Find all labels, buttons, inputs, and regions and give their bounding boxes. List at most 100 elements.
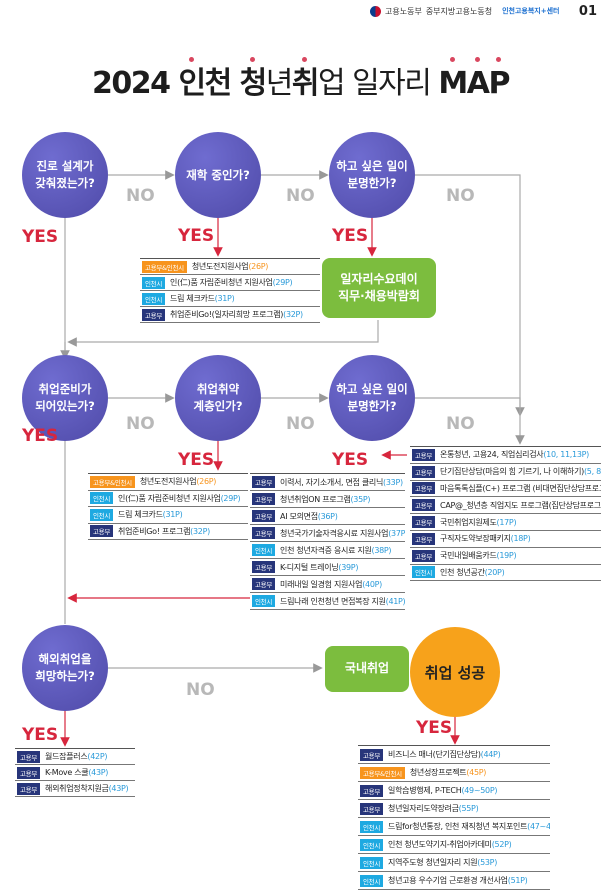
agency-badge: 인천시: [90, 492, 114, 505]
program-item: 고용부 취업준비Go!(일자리희망 프로그램)(32P): [140, 307, 320, 323]
page-reference: (39P): [338, 562, 359, 572]
page-reference: (29P): [272, 278, 293, 287]
agency-badge: 고용부&인천시: [360, 766, 405, 779]
question-enrolled: 재학 중인가?: [175, 132, 261, 218]
page-reference: (40P): [362, 579, 382, 589]
page-reference: (45P): [466, 768, 487, 777]
title-part: 청: [239, 66, 268, 101]
program-name: 드림나래 인천청년 면접복장 지원: [280, 596, 386, 606]
agency-badge: 고용부: [252, 476, 276, 488]
page-reference: (43P): [88, 768, 109, 777]
program-name: 드림for청년통장, 인천 재직청년 복지포인트: [388, 822, 528, 831]
program-name: 월드잡플러스: [45, 752, 88, 761]
page-reference: (55P): [458, 804, 479, 813]
agency-badge: 고용부: [412, 499, 436, 512]
program-name: 취업준비Go!(일자리희망 프로그램): [170, 310, 284, 319]
agency-badge: 고용부&인천시: [142, 260, 187, 273]
program-name: 인천 청년도약기지-취업아카데미: [388, 840, 492, 849]
question-career-plan: 진로 설계가 갖춰졌는가?: [22, 132, 108, 218]
agency-badge: 고용부: [412, 549, 436, 562]
page-reference: (49~50P): [461, 786, 498, 795]
page-reference: (36P): [317, 511, 338, 521]
question-overseas: 해외취업을 희망하는가?: [22, 625, 108, 711]
page-reference: (42P): [87, 752, 108, 761]
program-name: 마음톡톡심플(C+) 프로그램 (비대면집단상담프로그램): [440, 483, 601, 493]
yes-label: YES: [332, 450, 369, 470]
title-part: 인: [178, 66, 206, 101]
program-name: 인천 청년공간: [440, 567, 485, 577]
program-name: 청년일자리도약장려금: [388, 804, 459, 813]
program-name: 온통청년, 고용24, 직업심리검사: [440, 450, 544, 460]
agency-badge: 고용부: [142, 308, 166, 321]
program-name: 청년도전지원사업: [139, 477, 197, 487]
page-reference: (44P): [480, 750, 501, 759]
program-name: 일학습병행제, P-TECH: [388, 786, 462, 795]
page-reference: (19P): [496, 551, 517, 561]
agency-badge: 고용부: [252, 527, 276, 539]
page-reference: (35P): [350, 494, 371, 504]
yes-label: YES: [22, 426, 59, 446]
page-number: 01: [578, 3, 597, 19]
program-name: 인(仁)품 자립준비청년 지원사업: [170, 278, 273, 287]
page-reference: (47~48P): [527, 822, 550, 831]
no-label: NO: [126, 414, 155, 434]
page-reference: (53P): [477, 858, 498, 867]
agency-badge: 고용부: [252, 510, 276, 522]
page-reference: (10, 11,13P): [543, 450, 589, 460]
yes-label: YES: [22, 725, 59, 745]
title-part: 업 일자리: [317, 66, 439, 101]
program-name: 청년취업ON 프로그램: [280, 494, 351, 504]
program-name: 국민취업지원제도: [440, 517, 497, 527]
agency-badge: 고용부: [360, 784, 384, 797]
page-reference: (52P): [491, 840, 512, 849]
program-item: 고용부 청년일자리도약장려금(55P): [358, 800, 550, 818]
question-vulnerable: 취업취약 계층인가?: [175, 355, 261, 441]
office-name: 중부지방고용노동청: [425, 6, 493, 16]
page-reference: (26P): [196, 477, 217, 487]
agency-badge: 고용부: [412, 448, 436, 461]
page-reference: (32P): [283, 310, 303, 319]
yes-label: YES: [332, 226, 369, 246]
program-name: 청년성장프로젝트: [409, 768, 467, 777]
program-item: 고용부&인천시 청년성장프로젝트(45P): [358, 764, 550, 782]
page-reference: (38P): [371, 545, 392, 555]
agency-badge: 고용부&인천시: [90, 475, 135, 488]
agency-badge: 고용부: [412, 516, 436, 529]
agency-badge: 고용부: [360, 802, 384, 815]
agency-badge: 고용부: [412, 465, 436, 478]
yes-label: YES: [416, 718, 453, 738]
agency-badge: 인천시: [360, 820, 384, 833]
agency-badge: 고용부: [17, 766, 41, 779]
no-label: NO: [286, 186, 315, 206]
page-reference: (41P): [385, 596, 405, 606]
title-part: 취: [291, 66, 320, 101]
program-item: 고용부&인천시 청년도전지원사업(26P): [88, 474, 248, 491]
page-reference: (5, 8P): [583, 467, 601, 477]
government-logo-icon: [370, 5, 381, 17]
page-reference: (32P): [190, 526, 210, 536]
header: 고용노동부 중부지방고용노동청 인천고용복지+센터 01: [370, 3, 601, 19]
ministry-name: 고용노동부: [385, 6, 422, 16]
job-fair-box: 일자리수요데이 직무·채용박람회: [322, 258, 436, 318]
program-name: 드림 체크카드: [118, 510, 163, 520]
no-label: NO: [126, 186, 155, 206]
